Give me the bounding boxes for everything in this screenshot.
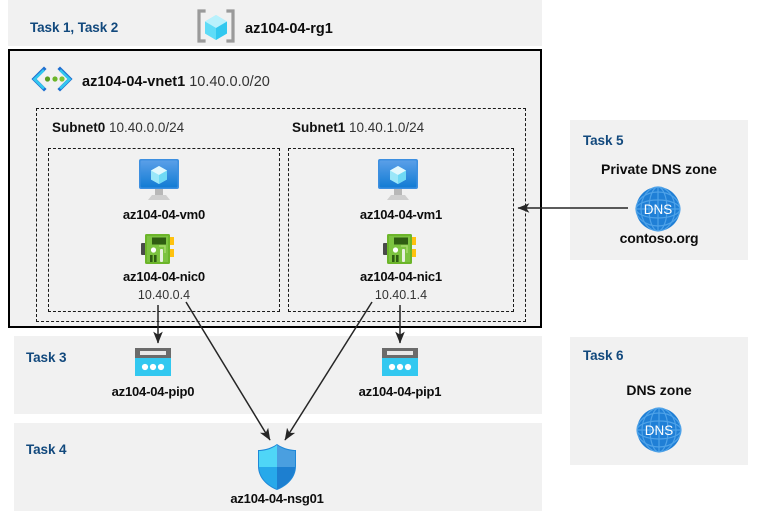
task-label-1-2: Task 1, Task 2 — [30, 20, 119, 35]
private-dns-zone-heading: Private DNS zone — [601, 161, 717, 177]
dns-zone-icon: DNS — [632, 185, 684, 238]
subnet0-title: Subnet0 10.40.0.0/24 — [52, 120, 184, 135]
task-label-3: Task 3 — [26, 350, 67, 365]
nic0-label: az104-04-nic0 — [123, 269, 205, 284]
virtual-network-title: az104-04-vnet1 10.40.0.0/20 — [82, 74, 270, 90]
task-label-4: Task 4 — [26, 442, 67, 457]
virtual-network-icon — [30, 66, 74, 97]
subnet0-name: Subnet0 — [52, 120, 106, 135]
public-ip-panel — [14, 336, 542, 414]
task-label-6: Task 6 — [583, 348, 624, 363]
virtual-machine-icon — [373, 157, 423, 208]
subnet1-cidr: 10.40.1.0/24 — [349, 120, 425, 135]
dns-zone-heading: DNS zone — [626, 382, 692, 398]
private-dns-zone-name: contoso.org — [619, 230, 699, 246]
nic1-ip: 10.40.1.4 — [374, 288, 428, 302]
svg-text:DNS: DNS — [644, 202, 673, 217]
pip0-label: az104-04-pip0 — [111, 384, 195, 399]
nsg-label: az104-04-nsg01 — [230, 491, 324, 506]
subnet1-name: Subnet1 — [292, 120, 346, 135]
vm0-label: az104-04-vm0 — [122, 207, 206, 222]
task-label-5: Task 5 — [583, 133, 624, 148]
network-security-group-icon — [254, 442, 300, 497]
pip1-label: az104-04-pip1 — [358, 384, 442, 399]
subnet1-boundary — [288, 148, 514, 312]
nic1-label: az104-04-nic1 — [360, 269, 442, 284]
svg-text:DNS: DNS — [645, 423, 674, 438]
network-interface-icon — [381, 231, 421, 272]
virtual-machine-icon — [134, 157, 184, 208]
virtual-network-header: az104-04-vnet1 10.40.0.0/20 — [30, 66, 270, 97]
nic0-ip: 10.40.0.4 — [137, 288, 191, 302]
subnet0-cidr: 10.40.0.0/24 — [109, 120, 185, 135]
resource-group-panel — [8, 0, 542, 46]
subnet1-title: Subnet1 10.40.1.0/24 — [292, 120, 424, 135]
virtual-network-cidr: 10.40.0.0/20 — [189, 73, 270, 90]
subnet0-boundary — [48, 148, 280, 312]
network-interface-icon — [139, 231, 179, 272]
virtual-network-name: az104-04-vnet1 — [82, 73, 186, 90]
resource-group-name: az104-04-rg1 — [245, 20, 333, 37]
public-ip-address-icon — [380, 346, 420, 385]
resource-group-icon — [196, 8, 236, 49]
public-ip-address-icon — [133, 346, 173, 385]
subnets-container-boundary — [36, 108, 526, 322]
dns-zone-icon: DNS — [633, 406, 685, 459]
virtual-network-panel — [8, 49, 542, 328]
vm1-label: az104-04-vm1 — [359, 207, 443, 222]
resource-group-header: az104-04-rg1 — [196, 8, 333, 49]
